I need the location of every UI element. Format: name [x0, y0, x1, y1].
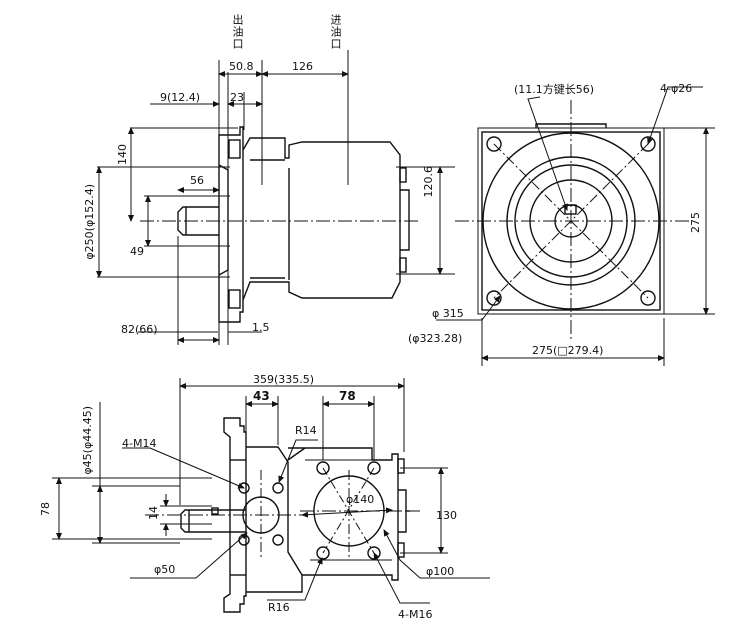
- dim-49: 49: [130, 245, 144, 258]
- dim-126: 126: [292, 60, 313, 73]
- bottom-dimension-lines: [52, 378, 490, 604]
- dim-phi-50: φ50: [154, 563, 176, 576]
- dim-130: 130: [436, 509, 457, 522]
- outlet-port-label: 出油口: [231, 14, 244, 50]
- dim-phi-323: (φ323.28): [408, 332, 463, 345]
- dim-78-top: 78: [339, 389, 356, 403]
- dim-140: 140: [116, 144, 129, 165]
- dim-23: 23: [230, 91, 244, 104]
- dim-1-5: 1.5: [252, 321, 270, 334]
- holes-4-phi-26: 4-φ26: [660, 82, 693, 95]
- dim-120-6: 120.6: [422, 166, 435, 198]
- dim-359: 359(335.5): [253, 373, 315, 386]
- dim-275-vertical: 275: [689, 212, 702, 233]
- radius-r16: R16: [268, 601, 290, 614]
- radius-r14: R14: [295, 424, 317, 437]
- holes-4-m14: 4-M14: [122, 437, 157, 450]
- dim-82: 82(66): [121, 323, 158, 336]
- dim-50-8: 50.8: [229, 60, 254, 73]
- holes-4-m16: 4-M16: [398, 608, 433, 621]
- dim-14: 14: [147, 506, 160, 520]
- dim-56: 56: [190, 174, 204, 187]
- front-dimension-lines: [436, 86, 715, 366]
- dim-275-horizontal: 275(□279.4): [532, 344, 604, 357]
- inlet-port-label: 进油口: [329, 14, 342, 50]
- top-dimension-lines: [96, 50, 455, 345]
- dim-78-left: 78: [39, 502, 52, 516]
- key-note: (11.1方键长56): [514, 83, 595, 96]
- dim-phi-100: φ100: [426, 565, 455, 578]
- dim-9: 9(12.4): [160, 91, 201, 104]
- dim-phi-140: φ140: [346, 493, 375, 506]
- bottom-side-view: [180, 417, 410, 613]
- dim-phi-250: φ250(φ152.4): [83, 184, 96, 260]
- dim-phi-315: φ 315: [432, 307, 464, 320]
- dim-phi-45: φ45(φ44.45): [81, 406, 94, 475]
- top-side-view: [177, 126, 410, 323]
- dim-43: 43: [253, 389, 270, 403]
